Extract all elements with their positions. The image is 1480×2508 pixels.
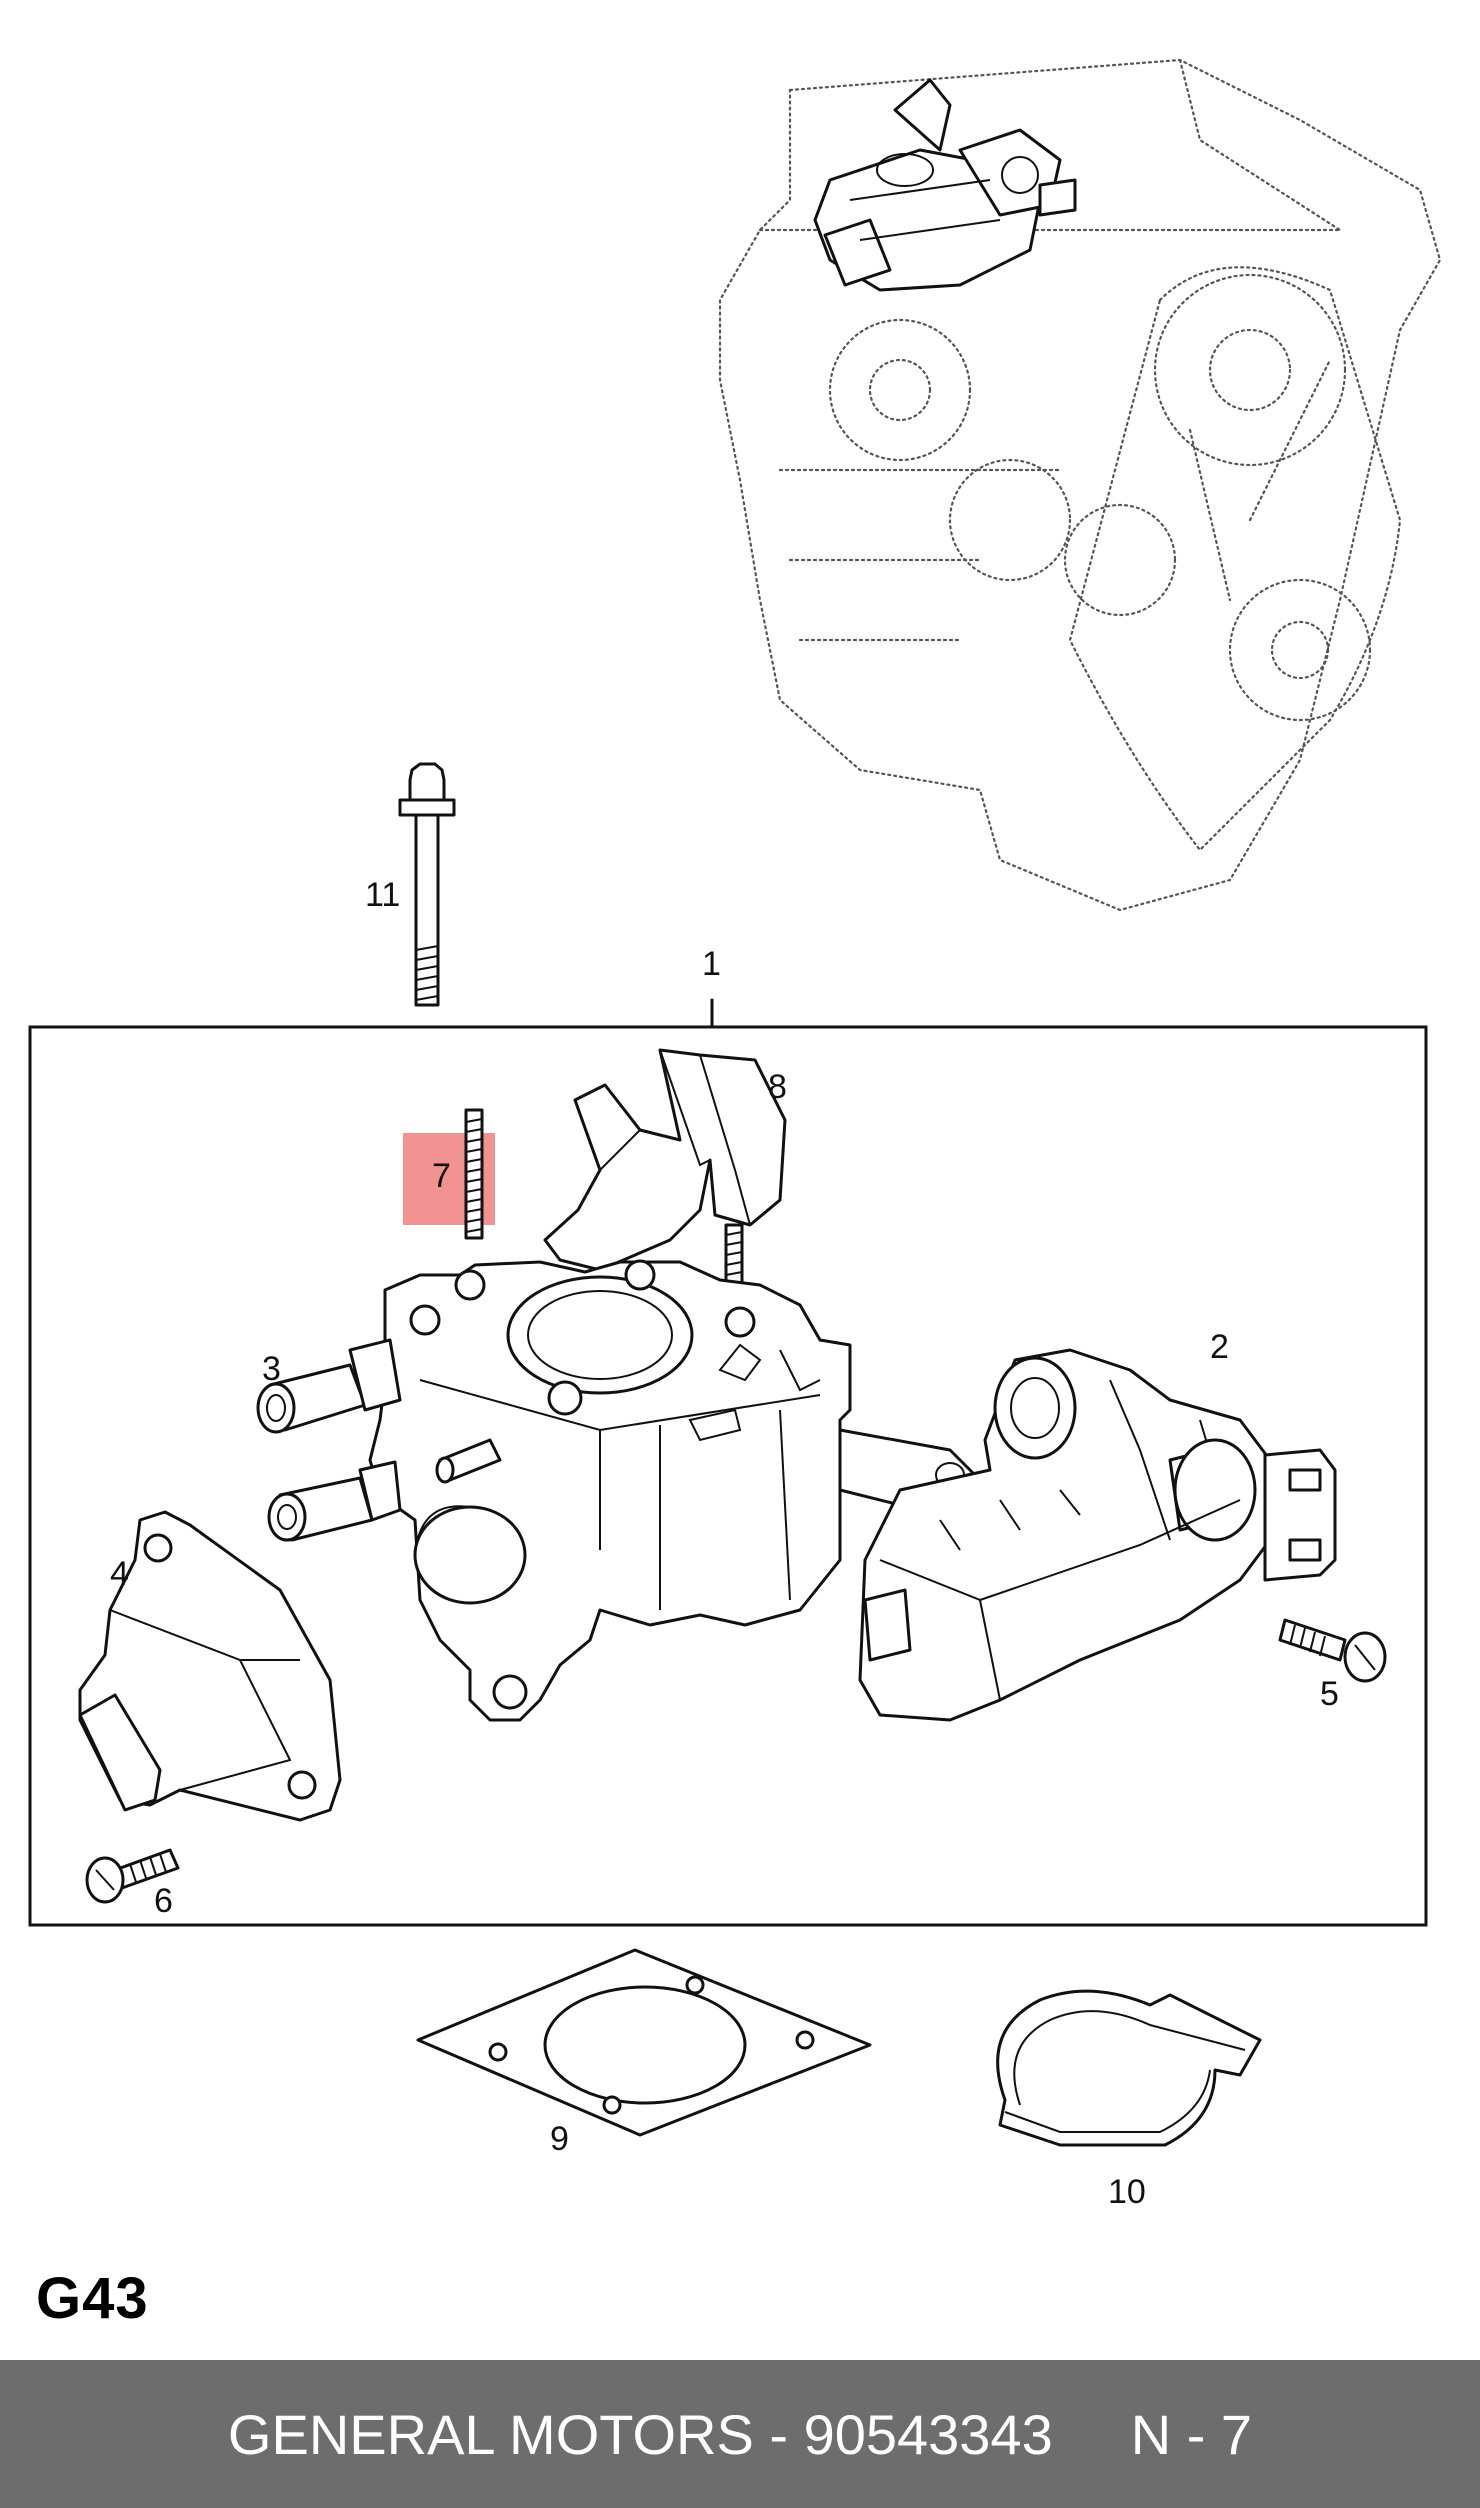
throttle-position-sensor-part-4 [78,1510,342,1822]
exploded-parts-diagram: 1 2 3 4 5 6 7 8 9 10 11 [28,58,1442,2211]
callout-1: 1 [702,945,721,983]
callout-9: 9 [550,2120,569,2158]
stud-part-7 [403,1108,495,1240]
bracket-part-8 [543,1048,787,1272]
hose-nipple-part-3 [256,1338,402,1434]
throttle-body-housing [368,1259,852,1722]
footer-part-label: GENERAL MOTORS - 90543343 [227,2402,1053,2466]
callout-labels: 1 2 3 4 5 6 7 8 9 10 11 [110,876,1339,2211]
callout-10: 10 [1108,2173,1146,2211]
engine-overview-illustration [718,58,1442,912]
hose-nipple-lower [267,1460,402,1542]
callout-5: 5 [1320,1675,1339,1713]
throttle-actuator-part-2 [858,1348,1272,1722]
callout-4: 4 [110,1555,129,1593]
bolt-part-11 [398,762,456,1007]
gasket-part-9 [416,1948,872,2137]
footer-position-label: N - 7 [1130,2402,1253,2466]
assembly-frame-part-1 [28,998,1428,1927]
engine-throttle-body-location [813,78,1077,292]
footer-bar: GENERAL MOTORS - 90543343 N - 7 [0,2360,1480,2508]
callout-2: 2 [1210,1328,1229,1366]
callout-11: 11 [365,876,400,914]
page-code: G43 [36,2266,149,2331]
callout-7: 7 [432,1157,451,1195]
screw-part-6 [85,1848,180,1904]
callout-6: 6 [154,1882,173,1920]
screw-part-5 [1278,1618,1387,1683]
actuator-connector [1263,1448,1337,1582]
callout-8: 8 [768,1068,787,1106]
seal-part-10 [996,1989,1262,2147]
callout-3: 3 [262,1350,281,1388]
